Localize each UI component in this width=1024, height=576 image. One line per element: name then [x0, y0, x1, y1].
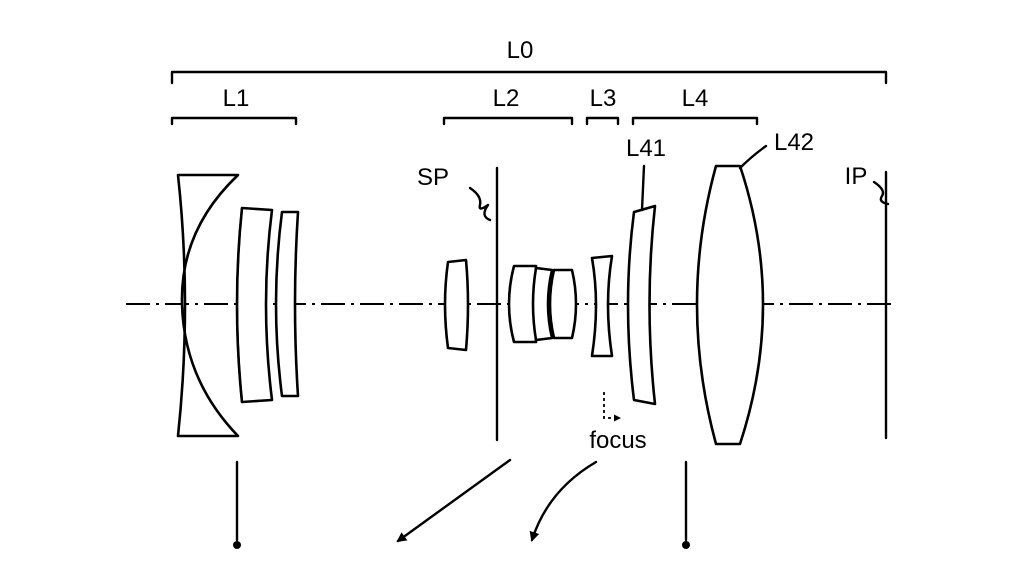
focus-movement-arrow — [603, 392, 621, 422]
label-l4: L4 — [682, 85, 709, 112]
aperture-stop-leader — [468, 186, 492, 222]
l4-movement-dot — [682, 541, 690, 549]
l42-leader — [738, 144, 768, 170]
lens-l41-element — [626, 204, 657, 406]
label-l3: L3 — [590, 85, 617, 112]
image-plane-leader — [872, 180, 890, 206]
lens-l2-element-1 — [443, 258, 470, 352]
l3-movement-arrow — [529, 460, 598, 542]
label-l1: L1 — [223, 85, 250, 112]
lens-l2-element-2 — [507, 264, 538, 344]
label-l42: L42 — [774, 129, 814, 156]
bracket-l3 — [585, 116, 620, 126]
lens-l1-element-3 — [274, 210, 300, 398]
lens-l3-element — [590, 254, 614, 358]
lens-l2-element-4 — [548, 268, 578, 340]
bracket-l1 — [170, 116, 298, 126]
label-l0: L0 — [507, 37, 534, 64]
l2-movement-arrow — [396, 458, 512, 543]
lens-l42-element — [695, 164, 765, 446]
label-l2: L2 — [493, 85, 520, 112]
lens-l2-element-3 — [531, 266, 554, 342]
l1-movement-dot — [233, 541, 241, 549]
bracket-l4 — [631, 116, 759, 126]
label-ip: IP — [845, 163, 868, 190]
label-l41: L41 — [626, 135, 666, 162]
bracket-l0 — [170, 70, 888, 85]
lens-l1-element-2 — [235, 206, 274, 404]
lens-l1-element-1 — [176, 173, 240, 438]
l41-leader — [640, 164, 646, 212]
label-focus: focus — [589, 427, 646, 454]
bracket-l2 — [442, 116, 574, 126]
label-sp: SP — [417, 164, 449, 191]
